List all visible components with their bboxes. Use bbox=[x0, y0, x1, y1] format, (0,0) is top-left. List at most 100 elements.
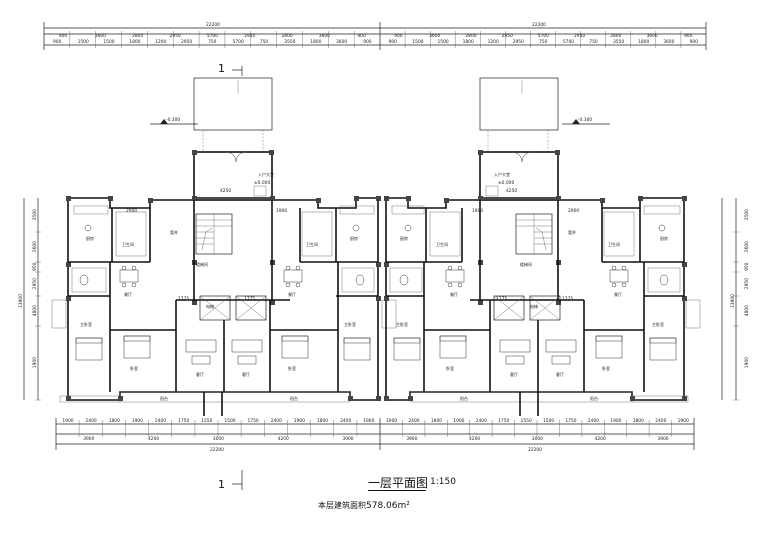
section-marker-top: 1 bbox=[218, 62, 225, 75]
interior-dim-6: 1900 bbox=[472, 208, 483, 214]
bottom-detail-dim-left-9: 2400 bbox=[271, 418, 282, 424]
left-side-dim-1: 4800 bbox=[32, 305, 38, 316]
bottom-row2-dim-left-3: 4200 bbox=[278, 436, 289, 442]
entry-elevation-right: -0.300 bbox=[578, 117, 592, 123]
room-label-balcony-3: 阳台 bbox=[460, 395, 468, 401]
entry-canopy-right bbox=[479, 77, 610, 153]
top-row2-dim-left-1: 3600 bbox=[95, 33, 106, 39]
bottom-detail-dim-left-4: 2400 bbox=[155, 418, 166, 424]
room-label-kitchen-4: 厨房 bbox=[660, 235, 668, 241]
bottom-dimension-lines bbox=[55, 418, 695, 450]
room-label-bath-4: 卫生间 bbox=[608, 241, 620, 247]
bottom-detail-dim-left-3: 1900 bbox=[132, 418, 143, 424]
top-detail-dim-right-7: 5700 bbox=[563, 39, 574, 45]
bottom-row2-dim-left-0: 3900 bbox=[83, 436, 94, 442]
room-label-living-4: 客厅 bbox=[556, 371, 564, 377]
interior-dim-10: 1775 bbox=[562, 296, 573, 302]
bottom-overall-dim-left: 22200 bbox=[210, 447, 224, 453]
top-detail-dim-right-0: 900 bbox=[389, 39, 398, 45]
room-label-dining-1: 餐厅 bbox=[124, 291, 132, 297]
room-label-balcony-2: 阳台 bbox=[290, 395, 298, 401]
room-label-dining-2: 餐厅 bbox=[288, 291, 296, 297]
top-row2-dim-left-3: 2950 bbox=[170, 33, 181, 39]
room-label-master-2: 主卧室 bbox=[344, 321, 356, 327]
bottom-overall-dim-right: 22200 bbox=[528, 447, 542, 453]
building-block-left bbox=[51, 150, 397, 416]
top-detail-dim-left-2: 1500 bbox=[103, 39, 114, 45]
top-detail-dim-right-2: 1500 bbox=[438, 39, 449, 45]
bottom-detail-dim-left-12: 2400 bbox=[340, 418, 351, 424]
top-detail-dim-left-6: 750 bbox=[208, 39, 217, 45]
bottom-row2-dim-right-4: 3900 bbox=[657, 436, 668, 442]
top-row2-dim-left-4: 5700 bbox=[207, 33, 218, 39]
title-underline bbox=[368, 490, 426, 491]
room-label-entry-hall-left: 入户大堂 bbox=[258, 171, 274, 177]
right-side-dim-0: 1900 bbox=[744, 357, 750, 368]
top-detail-dim-left-11: 3600 bbox=[336, 39, 347, 45]
top-row2-dim-left-2: 2800 bbox=[132, 33, 143, 39]
top-row2-dim-right-8: 900 bbox=[684, 33, 693, 39]
bottom-detail-dim-left-1: 2400 bbox=[86, 418, 97, 424]
room-label-shaft-2: 管井 bbox=[568, 229, 576, 235]
interior-dim-8: 1775 bbox=[244, 296, 255, 302]
section-marker-bottom: 1 bbox=[218, 478, 225, 491]
top-detail-dim-right-10: 1800 bbox=[638, 39, 649, 45]
top-detail-dim-right-12: 900 bbox=[690, 39, 699, 45]
top-detail-dim-right-6: 750 bbox=[539, 39, 548, 45]
drawing-scale: 1:150 bbox=[430, 477, 456, 487]
top-overall-dim-right: 22200 bbox=[532, 22, 546, 28]
room-label-bedroom-4: 卧室 bbox=[602, 365, 610, 371]
room-label-shaft-1: 管井 bbox=[170, 229, 178, 235]
room-label-master-4: 主卧室 bbox=[652, 321, 664, 327]
room-label-bath-2: 卫生间 bbox=[306, 241, 318, 247]
bottom-row2-dim-right-1: 4200 bbox=[469, 436, 480, 442]
right-overall-dim: 13900 bbox=[730, 294, 736, 308]
drawing-title: 一层平面图 bbox=[368, 476, 429, 490]
floor-area-label: 本层建筑面积 bbox=[318, 501, 366, 510]
top-detail-dim-right-1: 1500 bbox=[412, 39, 423, 45]
room-label-bath-1: 卫生间 bbox=[122, 241, 134, 247]
bottom-detail-dim-right-5: 1750 bbox=[498, 418, 509, 424]
top-row2-dim-left-6: 2800 bbox=[282, 33, 293, 39]
top-detail-dim-right-4: 1200 bbox=[488, 39, 499, 45]
bottom-detail-dim-right-7: 1500 bbox=[543, 418, 554, 424]
left-side-dim-0: 1900 bbox=[32, 357, 38, 368]
top-detail-dim-left-10: 1800 bbox=[310, 39, 321, 45]
left-side-dim-3: 950 bbox=[32, 262, 38, 271]
bottom-detail-dim-left-7: 1500 bbox=[224, 418, 235, 424]
room-label-kitchen-3: 厨房 bbox=[400, 235, 408, 241]
room-label-bedroom-3: 卧室 bbox=[446, 365, 454, 371]
bottom-detail-dim-right-13: 1900 bbox=[678, 418, 689, 424]
top-detail-dim-right-9: 3550 bbox=[613, 39, 624, 45]
top-row2-dim-left-7: 3600 bbox=[319, 33, 330, 39]
entry-canopy-left bbox=[150, 77, 273, 153]
left-side-dim-5: 3500 bbox=[32, 209, 38, 220]
top-detail-dim-left-1: 1500 bbox=[78, 39, 89, 45]
top-row2-dim-left-0: 900 bbox=[59, 33, 68, 39]
room-label-lift-2: 电梯 bbox=[530, 303, 538, 309]
bottom-detail-dim-right-9: 2400 bbox=[588, 418, 599, 424]
top-row2-dim-right-2: 2800 bbox=[465, 33, 476, 39]
top-detail-dim-left-4: 1200 bbox=[155, 39, 166, 45]
room-label-balcony-4: 阳台 bbox=[590, 395, 598, 401]
room-label-dining-4: 餐厅 bbox=[614, 291, 622, 297]
right-side-dim-3: 950 bbox=[744, 262, 750, 271]
bottom-detail-dim-right-1: 2400 bbox=[408, 418, 419, 424]
bottom-detail-dim-left-5: 1750 bbox=[178, 418, 189, 424]
top-detail-dim-right-5: 2950 bbox=[513, 39, 524, 45]
hall-elevation-left: ±0.000 bbox=[254, 180, 270, 186]
bottom-row2-dim-right-0: 3900 bbox=[406, 436, 417, 442]
right-side-dim-2: 2950 bbox=[744, 278, 750, 289]
room-label-bedroom-1: 卧室 bbox=[130, 365, 138, 371]
bottom-row2-dim-left-4: 3900 bbox=[342, 436, 353, 442]
top-row2-dim-right-7: 3600 bbox=[647, 33, 658, 39]
entry-elevation-left: -0.300 bbox=[166, 117, 180, 123]
top-detail-dim-left-8: 750 bbox=[260, 39, 269, 45]
interior-dim-2: 4250 bbox=[506, 188, 517, 194]
right-side-dim-5: 3500 bbox=[744, 209, 750, 220]
bottom-row2-dim-right-3: 4200 bbox=[595, 436, 606, 442]
top-row2-dim-left-8: 900 bbox=[357, 33, 366, 39]
top-row2-dim-left-5: 2950 bbox=[244, 33, 255, 39]
bottom-detail-dim-right-2: 1800 bbox=[431, 418, 442, 424]
room-label-kitchen-1: 厨房 bbox=[86, 235, 94, 241]
